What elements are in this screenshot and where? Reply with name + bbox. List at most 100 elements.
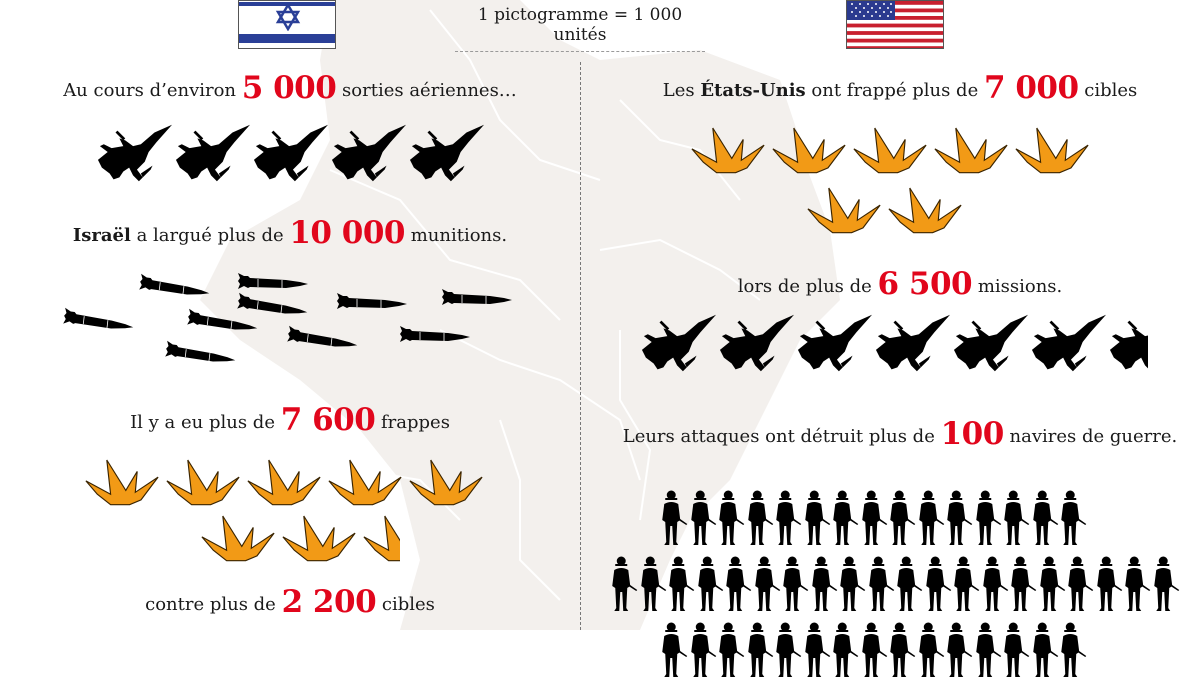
fighter-jet-icon — [330, 122, 408, 184]
soldier-icon — [1002, 622, 1031, 678]
fighter-jet-icon — [952, 312, 1030, 374]
israel-munitions-stat: Israël a largué plus de 10 000 munitions… — [72, 215, 508, 251]
soldier-icon — [917, 490, 946, 546]
soldier-icon — [888, 622, 917, 678]
israel-jets-row — [96, 122, 486, 184]
usa-explosions-row-2 — [806, 180, 963, 234]
explosion-icon — [362, 508, 400, 562]
soldier-icon — [974, 622, 1003, 678]
soldier-icon — [1009, 556, 1038, 612]
soldier-icon — [974, 490, 1003, 546]
soldier-icon — [1031, 490, 1060, 546]
soldier-icon — [803, 490, 832, 546]
soldier-icon — [660, 490, 689, 546]
explosion-icon — [852, 120, 928, 174]
soldier-icon — [1031, 622, 1060, 678]
sorties-number: 5 000 — [241, 70, 337, 106]
munitions-number: 10 000 — [289, 215, 405, 251]
soldier-icon — [660, 622, 689, 678]
fighter-jet-icon — [252, 122, 330, 184]
usa-jets-row — [640, 312, 1148, 374]
explosion-icon — [327, 452, 403, 506]
soldier-icon — [746, 490, 775, 546]
explosion-icon — [771, 120, 847, 174]
pictogram-legend: 1 pictogramme = 1 000 unités — [455, 5, 705, 52]
soldier-icon — [803, 622, 832, 678]
fighter-jet-icon — [1108, 312, 1148, 374]
soldier-icon — [888, 490, 917, 546]
soldier-icon — [831, 622, 860, 678]
explosion-icon — [887, 180, 963, 234]
usa-soldiers-row-3 — [660, 622, 1088, 678]
usa-explosions-row-1 — [690, 120, 1090, 174]
usa-targets-stat: Les États-Unis ont frappé plus de 7 000 … — [662, 70, 1138, 106]
fighter-jet-icon — [640, 312, 718, 374]
partial-explosion-icon — [362, 508, 400, 562]
soldier-icon — [639, 556, 668, 612]
soldier-icon — [1038, 556, 1067, 612]
soldier-icon — [724, 556, 753, 612]
fighter-jet-icon — [96, 122, 174, 184]
soldier-icon — [689, 490, 718, 546]
ships-number: 100 — [940, 416, 1005, 452]
explosion-icon — [408, 452, 484, 506]
soldier-icon — [917, 622, 946, 678]
soldier-icon — [1059, 490, 1088, 546]
fighter-jet-icon — [874, 312, 952, 374]
soldier-icon — [945, 490, 974, 546]
bomb-icon — [398, 323, 472, 343]
israel-sorties-stat: Au cours d’environ 5 000 sorties aérienn… — [63, 70, 517, 106]
soldier-icon — [867, 556, 896, 612]
usa-ships-stat: Leurs attaques ont détruit plus de 100 n… — [622, 416, 1178, 452]
soldier-icon — [696, 556, 725, 612]
explosion-icon — [690, 120, 766, 174]
soldier-icon — [860, 490, 889, 546]
soldier-icon — [924, 556, 953, 612]
fighter-jet-icon — [408, 122, 486, 184]
soldier-icon — [717, 622, 746, 678]
soldier-icon — [952, 556, 981, 612]
soldier-icon — [860, 622, 889, 678]
targets-number: 2 200 — [281, 584, 377, 620]
soldier-icon — [781, 556, 810, 612]
soldier-icon — [1095, 556, 1124, 612]
explosion-icon — [200, 508, 276, 562]
soldier-icon — [838, 556, 867, 612]
soldier-icon — [1152, 556, 1181, 612]
explosion-icon — [246, 452, 322, 506]
soldier-icon — [831, 490, 860, 546]
israel-strikes-stat: Il y a eu plus de 7 600 frappes — [130, 402, 450, 438]
soldier-icon — [1123, 556, 1152, 612]
soldier-icon — [717, 490, 746, 546]
soldier-icon — [746, 622, 775, 678]
bomb-icon — [335, 290, 409, 310]
soldier-icon — [981, 556, 1010, 612]
israel-targets-stat: contre plus de 2 200 cibles — [145, 584, 435, 620]
partial-jet-icon — [1108, 312, 1148, 374]
soldier-icon — [667, 556, 696, 612]
soldier-icon — [1002, 490, 1031, 546]
bomb-icon — [285, 323, 361, 352]
bomb-icon — [163, 338, 239, 367]
soldier-icon — [753, 556, 782, 612]
soldier-icon — [689, 622, 718, 678]
usa-missions-stat: lors de plus de 6 500 missions. — [737, 266, 1063, 302]
soldier-icon — [895, 556, 924, 612]
explosion-icon — [806, 180, 882, 234]
explosion-icon — [281, 508, 357, 562]
soldier-icon — [610, 556, 639, 612]
soldier-icon — [1059, 622, 1088, 678]
fighter-jet-icon — [718, 312, 796, 374]
soldier-icon — [1066, 556, 1095, 612]
bomb-icon — [440, 286, 514, 306]
soldier-icon — [774, 490, 803, 546]
usa-soldiers-row-1 — [660, 490, 1088, 546]
fighter-jet-icon — [1030, 312, 1108, 374]
israel-explosions-row-2 — [200, 508, 400, 562]
soldier-icon — [945, 622, 974, 678]
fighter-jet-icon — [174, 122, 252, 184]
explosion-icon — [165, 452, 241, 506]
missions-number: 6 500 — [877, 266, 973, 302]
star-of-david-icon — [275, 3, 301, 31]
bomb-icon — [61, 305, 137, 334]
